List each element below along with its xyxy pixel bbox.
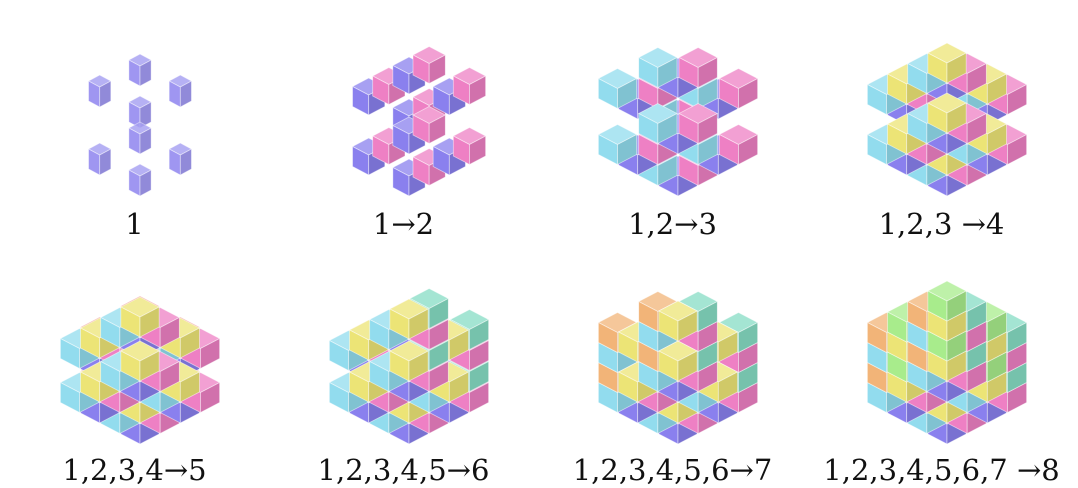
cube-rank-8	[926, 280, 968, 322]
cube-rank-1	[127, 95, 153, 129]
cube-rank-2	[452, 127, 487, 166]
panel-caption: 1,2→3	[628, 207, 717, 241]
cube-rank-1	[87, 142, 112, 176]
cube-rank-3	[637, 47, 678, 89]
cube-rank-4	[119, 296, 161, 338]
cube-rank-1	[127, 121, 153, 155]
cube-rank-2	[718, 68, 759, 110]
cube-stack-3	[597, 47, 759, 197]
panel-6: 1,2,3,4,5→6	[269, 244, 538, 488]
cube-stack-4	[866, 42, 1028, 197]
panel-caption: 1,2,3,4,5→6	[317, 453, 490, 487]
cube-rank-2	[412, 46, 447, 85]
panel-2: 1→2	[269, 0, 538, 244]
panel-7: 1,2,3,4,5,6→7	[538, 244, 807, 488]
panel-caption: 1,2,3 →4	[878, 207, 1005, 241]
cube-rank-1	[168, 142, 193, 176]
panel-3: 1,2→3	[538, 0, 807, 244]
cube-rank-1	[168, 74, 193, 108]
panel-4: 1,2,3 →4	[807, 0, 1076, 244]
cube-rank-1	[127, 163, 153, 197]
cube-rank-4	[388, 340, 430, 382]
cube-rank-4	[926, 92, 968, 134]
cube-rank-4	[657, 300, 699, 342]
cube-rank-2	[718, 124, 759, 166]
panel-8: 1,2,3,4,5,6,7 →8	[807, 244, 1076, 488]
panel-caption: 1,2,3,4,5,6→7	[572, 453, 773, 487]
cube-rank-2	[678, 103, 719, 145]
cube-rank-2	[678, 47, 719, 89]
cube-rank-2	[452, 67, 487, 106]
panel-5: 1,2,3,4→5	[0, 244, 269, 488]
cube-rank-4	[119, 340, 161, 382]
cube-rank-2	[412, 106, 447, 145]
cube-rank-1	[87, 74, 112, 108]
panel-caption: 1,2,3,4,5,6,7 →8	[823, 453, 1060, 487]
cube-stack-8	[866, 280, 1028, 445]
cube-rank-4	[388, 298, 430, 340]
panel-1: 1	[0, 0, 269, 244]
panel-caption: 1	[125, 207, 144, 241]
cube-rank-4	[657, 340, 699, 382]
cube-rank-3	[597, 68, 638, 110]
cube-stack-1	[87, 53, 193, 197]
cube-rank-3	[597, 124, 638, 166]
cube-stack-7	[597, 291, 759, 445]
cube-stack-5	[59, 295, 221, 445]
cube-rank-4	[926, 42, 968, 84]
panel-caption: 1,2,3,4→5	[62, 453, 207, 487]
panel-caption: 1→2	[372, 207, 435, 241]
cube-rank-3	[637, 103, 678, 145]
cube-stack-6	[328, 288, 490, 445]
cube-stack-2	[351, 46, 487, 197]
cube-rank-1	[127, 53, 153, 87]
